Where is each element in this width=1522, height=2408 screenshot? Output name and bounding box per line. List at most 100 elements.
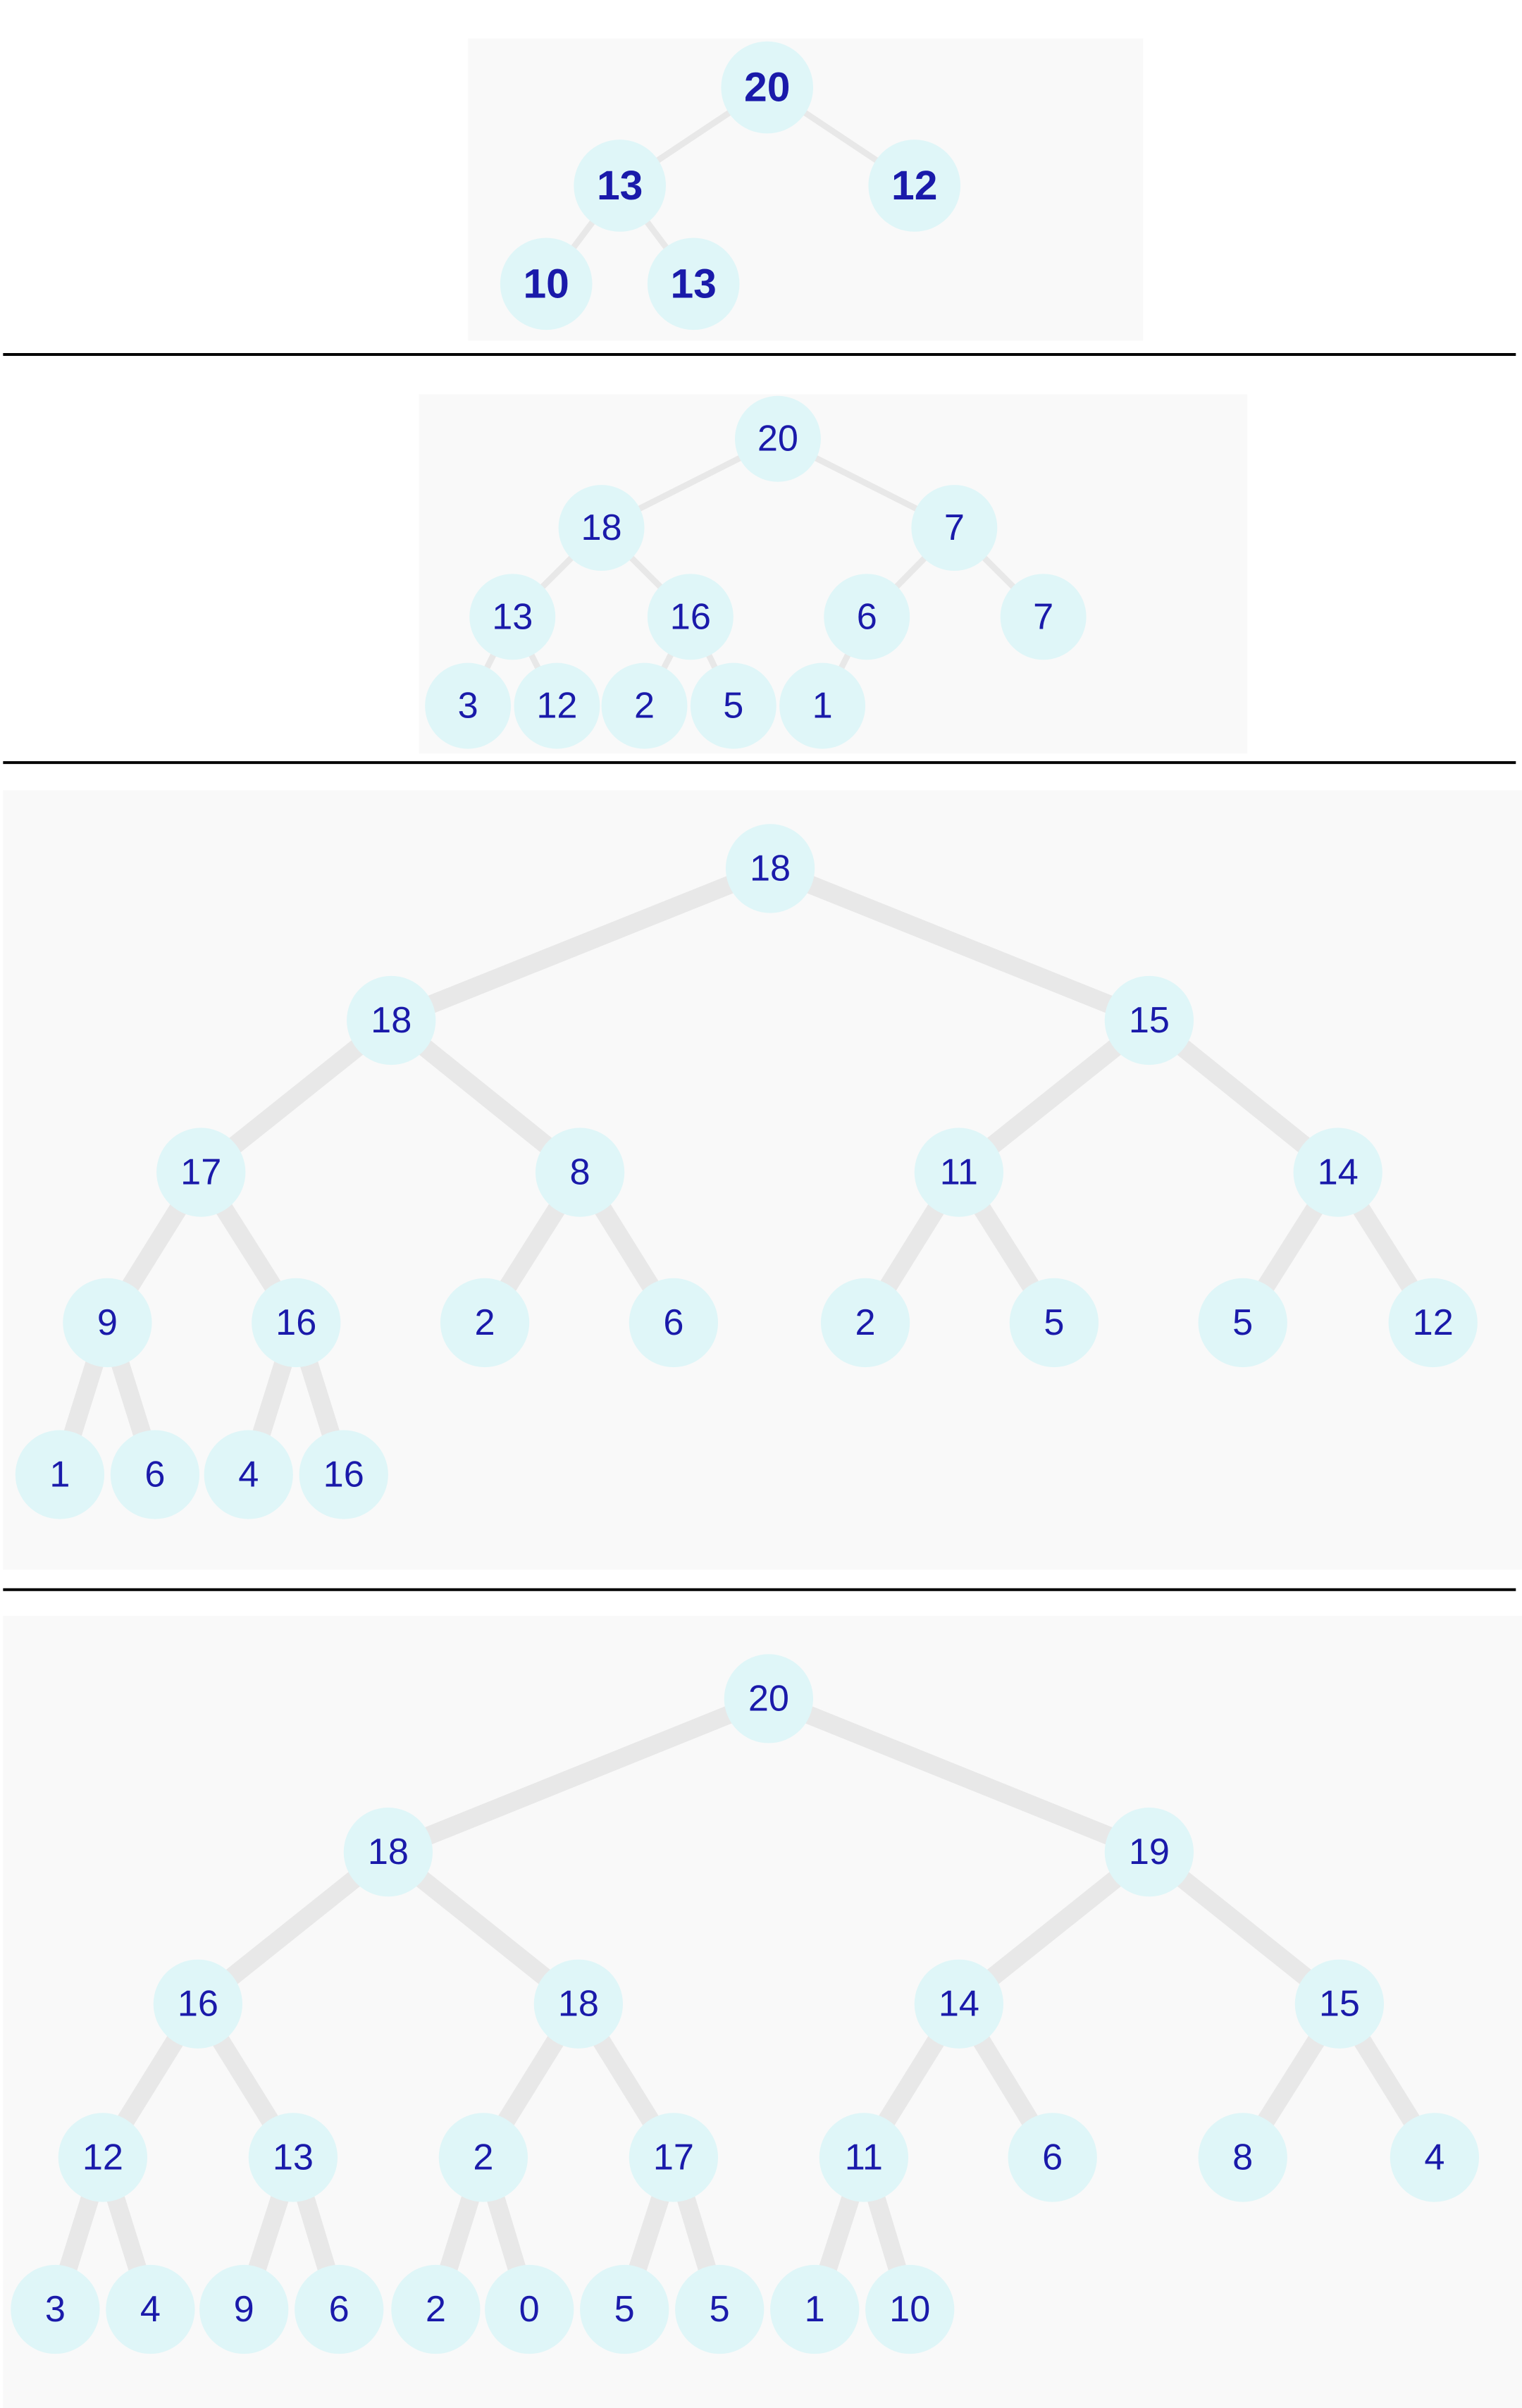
node-circle [601,662,688,749]
node-label: 20 [757,419,798,459]
node-circle [106,2264,195,2354]
tree-2-node-8: 12 [514,662,600,749]
node-label: 5 [1232,1302,1253,1343]
tree-1-node-0: 20 [721,41,814,134]
tree-3-edge-0-2 [761,859,1158,1030]
tree-4-node-3: 16 [153,1959,243,2049]
node-circle [690,662,777,749]
node-circle [156,1128,246,1217]
tree-3-node-12: 5 [1009,1278,1099,1368]
tree-3-node-15: 1 [15,1430,105,1519]
tree-4-node-1: 18 [343,1808,433,1897]
node-label: 1 [812,686,833,727]
node-circle [865,2264,955,2354]
node-label: 8 [1232,2137,1253,2178]
tree-4-node-13: 8 [1198,2113,1287,2202]
node-circle [252,1278,341,1368]
node-circle [1388,1278,1478,1368]
tree-3-node-5: 11 [914,1128,1004,1217]
node-label: 4 [1424,2137,1444,2178]
node-label: 11 [940,1152,978,1193]
node-circle [1198,2113,1287,2202]
tree-3-node-13: 5 [1198,1278,1287,1368]
node-circle [469,574,556,660]
tree-2-node-4: 16 [647,574,734,660]
tree-2-node-9: 2 [601,662,688,749]
tree-2-node-11: 1 [779,662,866,749]
node-circle [1008,2113,1097,2202]
tree-3-node-17: 4 [204,1430,293,1519]
node-label: 17 [180,1152,221,1193]
node-label: 0 [519,2289,540,2330]
node-label: 18 [581,507,621,548]
node-circle [1293,1128,1382,1217]
tree-4-node-16: 4 [106,2264,195,2354]
node-label: 5 [710,2289,730,2330]
node-label: 13 [273,2137,314,2178]
tree-2-node-1: 18 [558,485,645,572]
node-label: 4 [140,2289,161,2330]
node-label: 5 [1044,1302,1064,1343]
tree-4-node-18: 6 [295,2264,384,2354]
node-circle [63,1278,152,1368]
tree-4-node-11: 11 [819,2113,909,2202]
tree-2-node-2: 7 [911,485,998,572]
node-label: 18 [371,1000,412,1041]
node-label: 18 [750,848,791,889]
node-circle [725,824,815,913]
tree-2-node-0: 20 [734,395,821,482]
tree-2-node-7: 3 [425,662,512,749]
node-label: 18 [558,1984,599,2025]
node-circle [299,1430,388,1519]
tree-1-node-3: 10 [500,237,593,331]
node-label: 2 [855,1302,876,1343]
node-label: 16 [276,1302,316,1343]
tree-4-node-22: 5 [675,2264,765,2354]
node-circle [580,2264,669,2354]
tree-3-node-10: 6 [629,1278,719,1368]
node-circle [1104,1808,1194,1897]
tree-4-node-7: 12 [58,2113,148,2202]
node-label: 6 [329,2289,349,2330]
tree-4-node-10: 17 [629,2113,719,2202]
node-label: 14 [1318,1152,1359,1193]
node-label: 7 [944,507,965,548]
tree-4-node-19: 2 [391,2264,481,2354]
node-circle [675,2264,765,2354]
node-circle [911,485,998,572]
tree-3-node-2: 15 [1104,975,1194,1066]
tree-4-node-14: 4 [1390,2113,1480,2202]
tree-4-edge-0-2 [759,1689,1158,1862]
tree-4-node-20: 0 [485,2264,574,2354]
tree-3-node-9: 2 [440,1278,530,1368]
node-circle [485,2264,574,2354]
tree-3-node-16: 6 [110,1430,200,1519]
node-circle [15,1430,105,1519]
node-circle [824,574,910,660]
node-label: 6 [663,1302,683,1343]
tree-1-node-4: 13 [647,237,740,331]
node-circle [440,1278,530,1368]
tree-3-node-1: 18 [347,975,436,1066]
node-circle [1104,975,1194,1066]
node-circle [438,2113,528,2202]
node-circle [347,975,436,1066]
tree-1-node-1: 13 [574,140,666,232]
node-circle [647,237,740,331]
node-label: 1 [49,1455,70,1495]
node-label: 12 [82,2137,123,2178]
node-circle [770,2264,860,2354]
node-circle [914,1959,1004,2049]
node-label: 13 [670,261,716,307]
tree-1-node-2: 12 [868,140,961,232]
node-circle [11,2264,100,2354]
tree-2-node-5: 6 [824,574,910,660]
node-label: 10 [889,2289,930,2330]
node-circle [1294,1959,1385,2049]
node-circle [734,395,821,482]
node-circle [514,662,600,749]
node-label: 2 [634,686,655,727]
node-circle [820,1278,910,1368]
tree-4-node-4: 18 [533,1959,624,2049]
tree-3-node-18: 16 [299,1430,388,1519]
